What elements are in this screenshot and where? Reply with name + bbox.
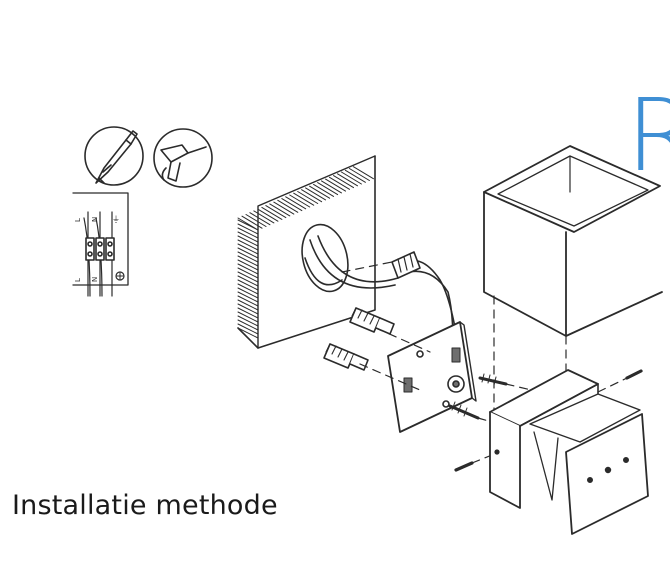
- lamp-cover: [483, 145, 663, 337]
- drill-icon: [153, 128, 213, 188]
- wiring-label-n-bottom: N: [91, 277, 99, 282]
- screw-lower: [448, 401, 480, 420]
- mounting-plate: [387, 321, 477, 433]
- wiring-label-l-top: L: [74, 218, 82, 222]
- wall-plug-lower: [323, 343, 369, 371]
- wiring-schema: L N ⏚ L N: [72, 192, 129, 297]
- wiring-label-l-bottom: L: [74, 278, 82, 282]
- earth-icon: [115, 271, 125, 281]
- lamp-body: [489, 369, 649, 535]
- installation-method-caption: Installatie methode: [12, 490, 278, 521]
- screwdriver-icon: [84, 126, 144, 186]
- brand-logo-fragment: R: [626, 86, 670, 186]
- screw-upper: [478, 373, 508, 386]
- wall-plug-upper: [349, 307, 395, 335]
- wiring-label-earth-top: ⏚: [112, 215, 120, 224]
- wiring-label-n-top: N: [91, 217, 99, 222]
- terminal-connector: [391, 251, 421, 279]
- set-screw-left: [454, 461, 474, 472]
- wall-section: [237, 155, 376, 349]
- set-screw-right: [625, 369, 643, 380]
